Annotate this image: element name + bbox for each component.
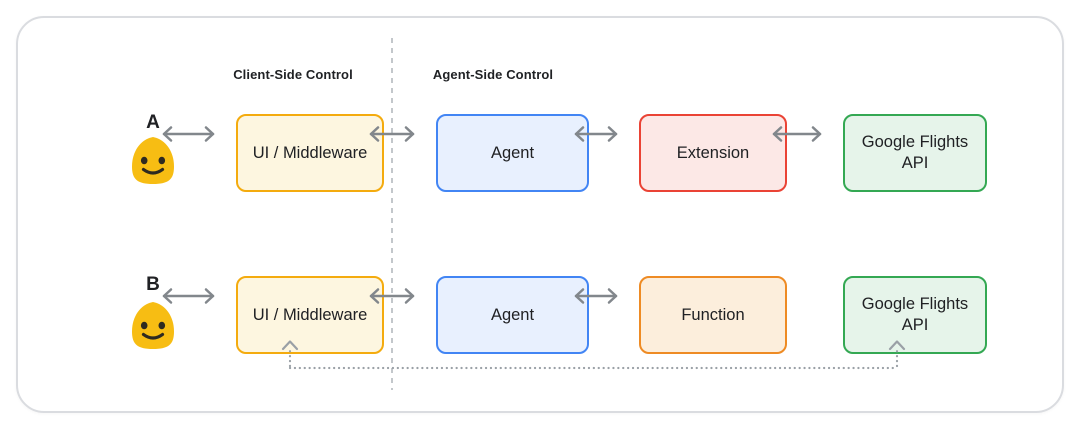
node-function-b: Function: [639, 276, 787, 354]
node-google-flights-api-b: Google Flights API: [843, 276, 987, 354]
section-label-agent-side: Agent-Side Control: [432, 67, 554, 82]
smiling-blob-face-icon: [129, 300, 177, 356]
node-agent-b: Agent: [436, 276, 589, 354]
node-ui-middleware-a: UI / Middleware: [236, 114, 384, 192]
user-a-label: A: [146, 112, 160, 133]
user-b-label: B: [146, 274, 160, 295]
node-google-flights-api-a: Google Flights API: [843, 114, 987, 192]
diagram-card: Client-Side Control Agent-Side Control A…: [16, 16, 1064, 413]
node-extension-a: Extension: [639, 114, 787, 192]
smiling-blob-face-icon: [129, 135, 177, 191]
section-label-client-side: Client-Side Control: [233, 67, 353, 82]
node-agent-a: Agent: [436, 114, 589, 192]
node-ui-middleware-b: UI / Middleware: [236, 276, 384, 354]
